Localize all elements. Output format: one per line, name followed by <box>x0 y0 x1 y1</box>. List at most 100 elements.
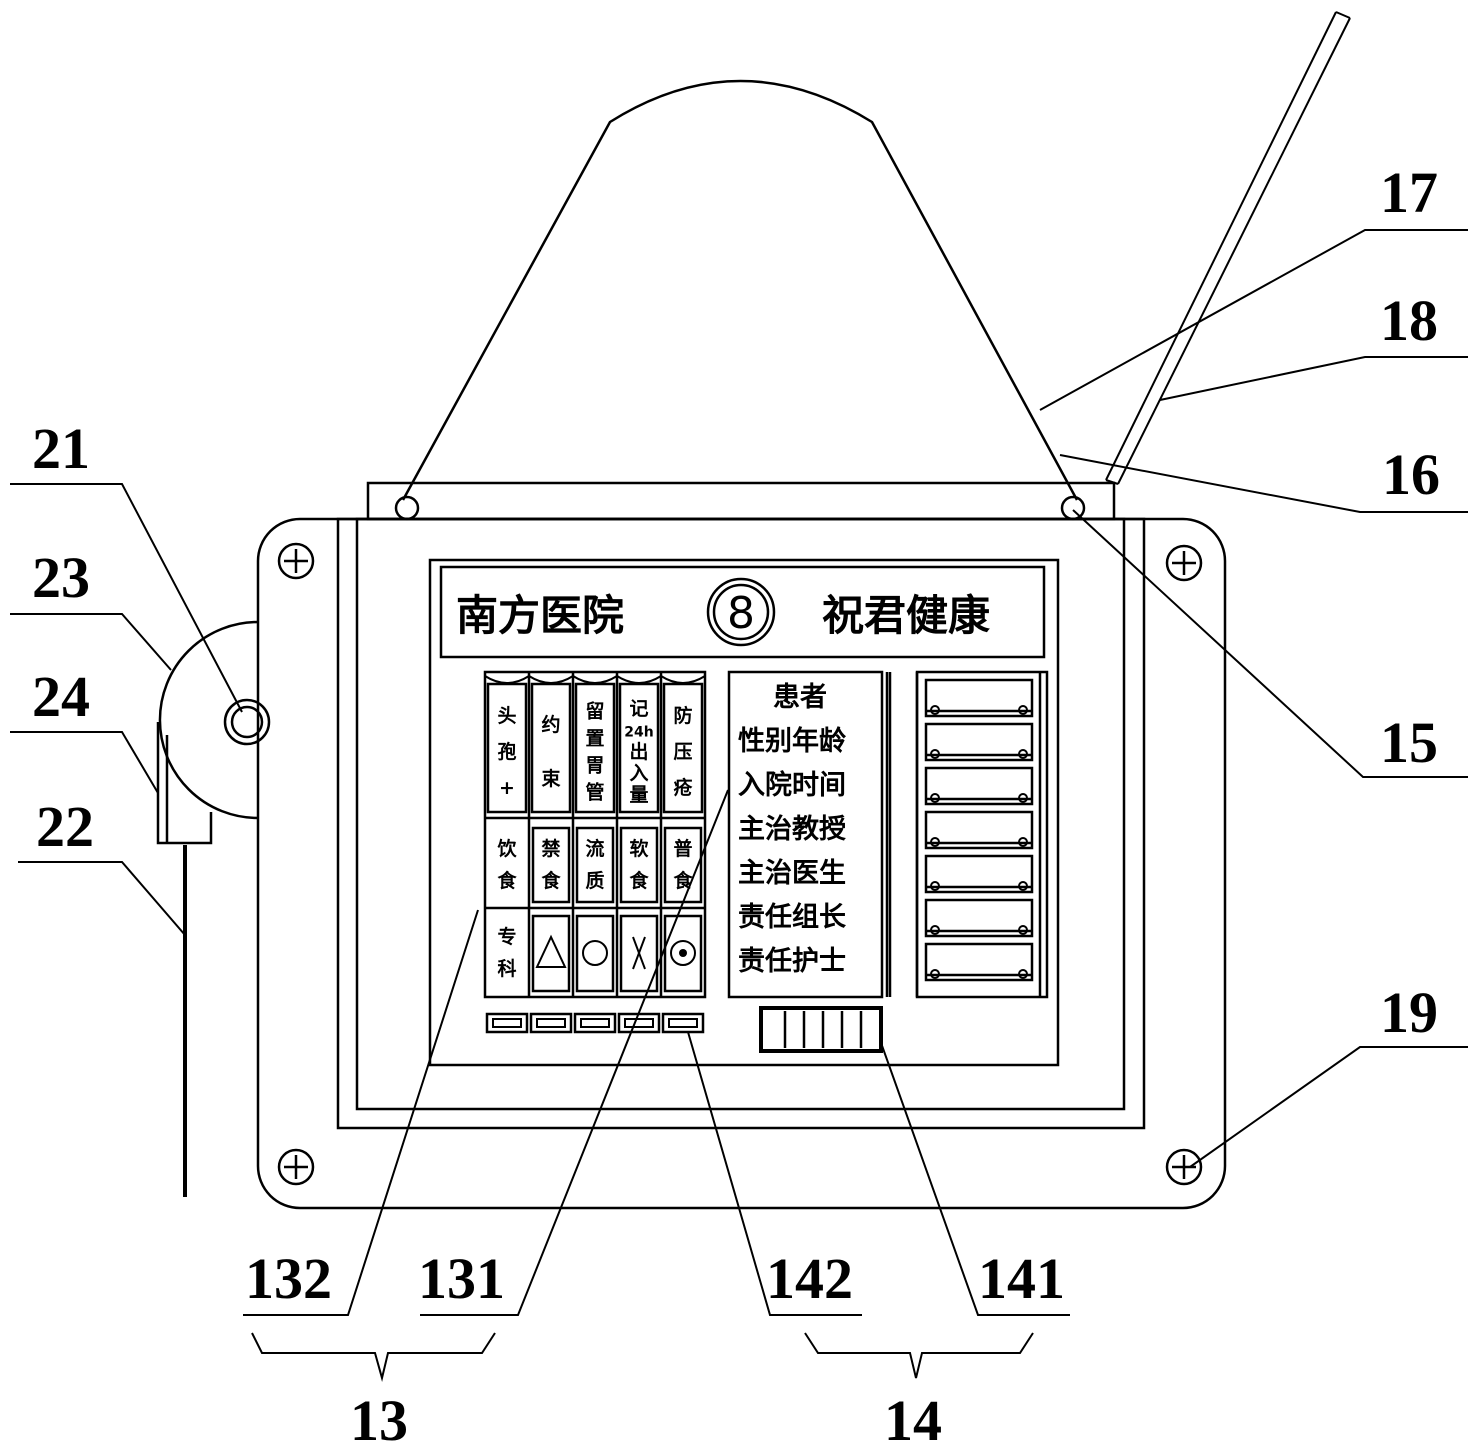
ref-13: 13 <box>350 1388 408 1452</box>
circle-icon <box>582 940 608 966</box>
care-tag-char: 24h <box>624 724 653 740</box>
ref-142: 142 <box>766 1246 853 1311</box>
slot-rail-frame <box>915 670 1049 999</box>
indicator-lens <box>492 1018 522 1028</box>
bed-number-ring-inner <box>712 583 770 641</box>
indicator-lights <box>485 1012 705 1034</box>
screw-top-right <box>1165 544 1203 582</box>
patient-info-label: 入院时间 <box>738 769 846 801</box>
care-tag-char: + <box>499 777 515 799</box>
patient-info-frame <box>727 670 884 999</box>
care-tag-card[interactable] <box>530 682 572 814</box>
ref-14: 14 <box>884 1388 942 1452</box>
patient-info-label: 责任护士 <box>738 946 846 977</box>
ref-131: 131 <box>418 1246 505 1311</box>
diet-char: 饮 <box>496 837 517 860</box>
bed-number-ring-outer <box>706 577 776 647</box>
card-panel <box>428 558 1060 1067</box>
screw-bottom-left <box>277 1148 315 1186</box>
care-tag-char: 留 <box>585 701 604 723</box>
diet-char: 流 <box>585 837 604 860</box>
care-tag-card[interactable] <box>574 682 616 814</box>
care-tag-char: 束 <box>541 768 561 790</box>
column-scallop <box>616 675 662 684</box>
card-slot[interactable] <box>924 854 1034 894</box>
diet-char: 食 <box>497 869 517 892</box>
indicator-light <box>485 1012 529 1034</box>
care-tag-char: 胃 <box>585 755 604 777</box>
inner-frame <box>355 517 1126 1111</box>
hanging-hole-left <box>394 495 420 521</box>
column-scallop <box>660 675 706 684</box>
switch-housing[interactable] <box>759 1006 883 1053</box>
greeting: 祝君健康 <box>822 591 990 640</box>
card-slot[interactable] <box>924 678 1034 718</box>
ref-132: 132 <box>245 1246 332 1311</box>
indicator-light <box>661 1012 705 1034</box>
hospital-name: 南方医院 <box>456 591 624 640</box>
ref-17: 17 <box>1380 160 1438 225</box>
switch-segments <box>783 1011 863 1048</box>
patient-info-label: 主治教授 <box>738 814 846 845</box>
symbol-card[interactable] <box>575 914 615 993</box>
symbol-card[interactable] <box>663 914 703 993</box>
care-tag-card[interactable] <box>618 682 660 814</box>
cross-icon <box>632 936 646 970</box>
diet-char: 普 <box>673 837 692 860</box>
reel-hub-outer <box>223 698 271 746</box>
header-sign-frame <box>439 565 1046 659</box>
care-tag-char: 防 <box>673 704 692 727</box>
symbol-card[interactable] <box>619 914 659 993</box>
card-slot[interactable] <box>924 766 1034 806</box>
care-tag-card[interactable] <box>486 682 528 814</box>
ref-22: 22 <box>36 794 94 859</box>
care-tag-char: 入 <box>629 763 648 785</box>
diet-card[interactable] <box>531 826 571 904</box>
card-slot[interactable] <box>924 942 1034 982</box>
reel-hub-inner <box>230 705 264 739</box>
care-tag-char: 压 <box>673 741 692 763</box>
indicator-lens <box>668 1018 698 1028</box>
ref-15: 15 <box>1380 710 1438 775</box>
care-tag-char: 记 <box>629 698 648 720</box>
diet-char: 质 <box>585 870 604 892</box>
care-tag-char: 孢 <box>497 740 516 763</box>
care-tag-card[interactable] <box>662 682 704 814</box>
indicator-light <box>573 1012 617 1034</box>
column-scallop <box>484 675 530 684</box>
indicator-light <box>529 1012 573 1034</box>
ref-16: 16 <box>1382 442 1440 507</box>
care-tag-char: 出 <box>629 740 648 763</box>
care-tag-char: 疮 <box>673 776 692 799</box>
card-slot[interactable] <box>924 722 1034 762</box>
care-columns-frame <box>483 670 707 999</box>
patient-info-label: 责任组长 <box>738 901 847 933</box>
leader-lines <box>10 229 1468 1382</box>
card-slot[interactable] <box>924 810 1034 850</box>
ref-141: 141 <box>978 1246 1065 1311</box>
ref-21: 21 <box>32 416 90 481</box>
screw-bottom-right <box>1165 1148 1203 1186</box>
diet-card[interactable] <box>619 826 659 904</box>
specialty-char: 科 <box>497 957 516 980</box>
indicator-lens <box>580 1018 610 1028</box>
symbol-card[interactable] <box>531 914 571 993</box>
reel-disc <box>158 620 259 820</box>
ref-23: 23 <box>32 545 90 610</box>
diet-char: 食 <box>541 869 561 892</box>
bed-number: 8 <box>727 588 755 639</box>
care-tag-char: 头 <box>497 705 516 727</box>
card-slot[interactable] <box>924 898 1034 938</box>
care-tag-char: 管 <box>585 781 604 804</box>
ref-19: 19 <box>1380 980 1438 1045</box>
diet-char: 禁 <box>541 837 560 860</box>
column-scallop <box>528 675 574 684</box>
diet-card[interactable] <box>575 826 615 904</box>
specialty-char: 专 <box>497 925 516 948</box>
diet-char: 软 <box>629 837 648 860</box>
indicator-lens <box>624 1018 654 1028</box>
patient-info-label: 患者 <box>773 682 827 713</box>
